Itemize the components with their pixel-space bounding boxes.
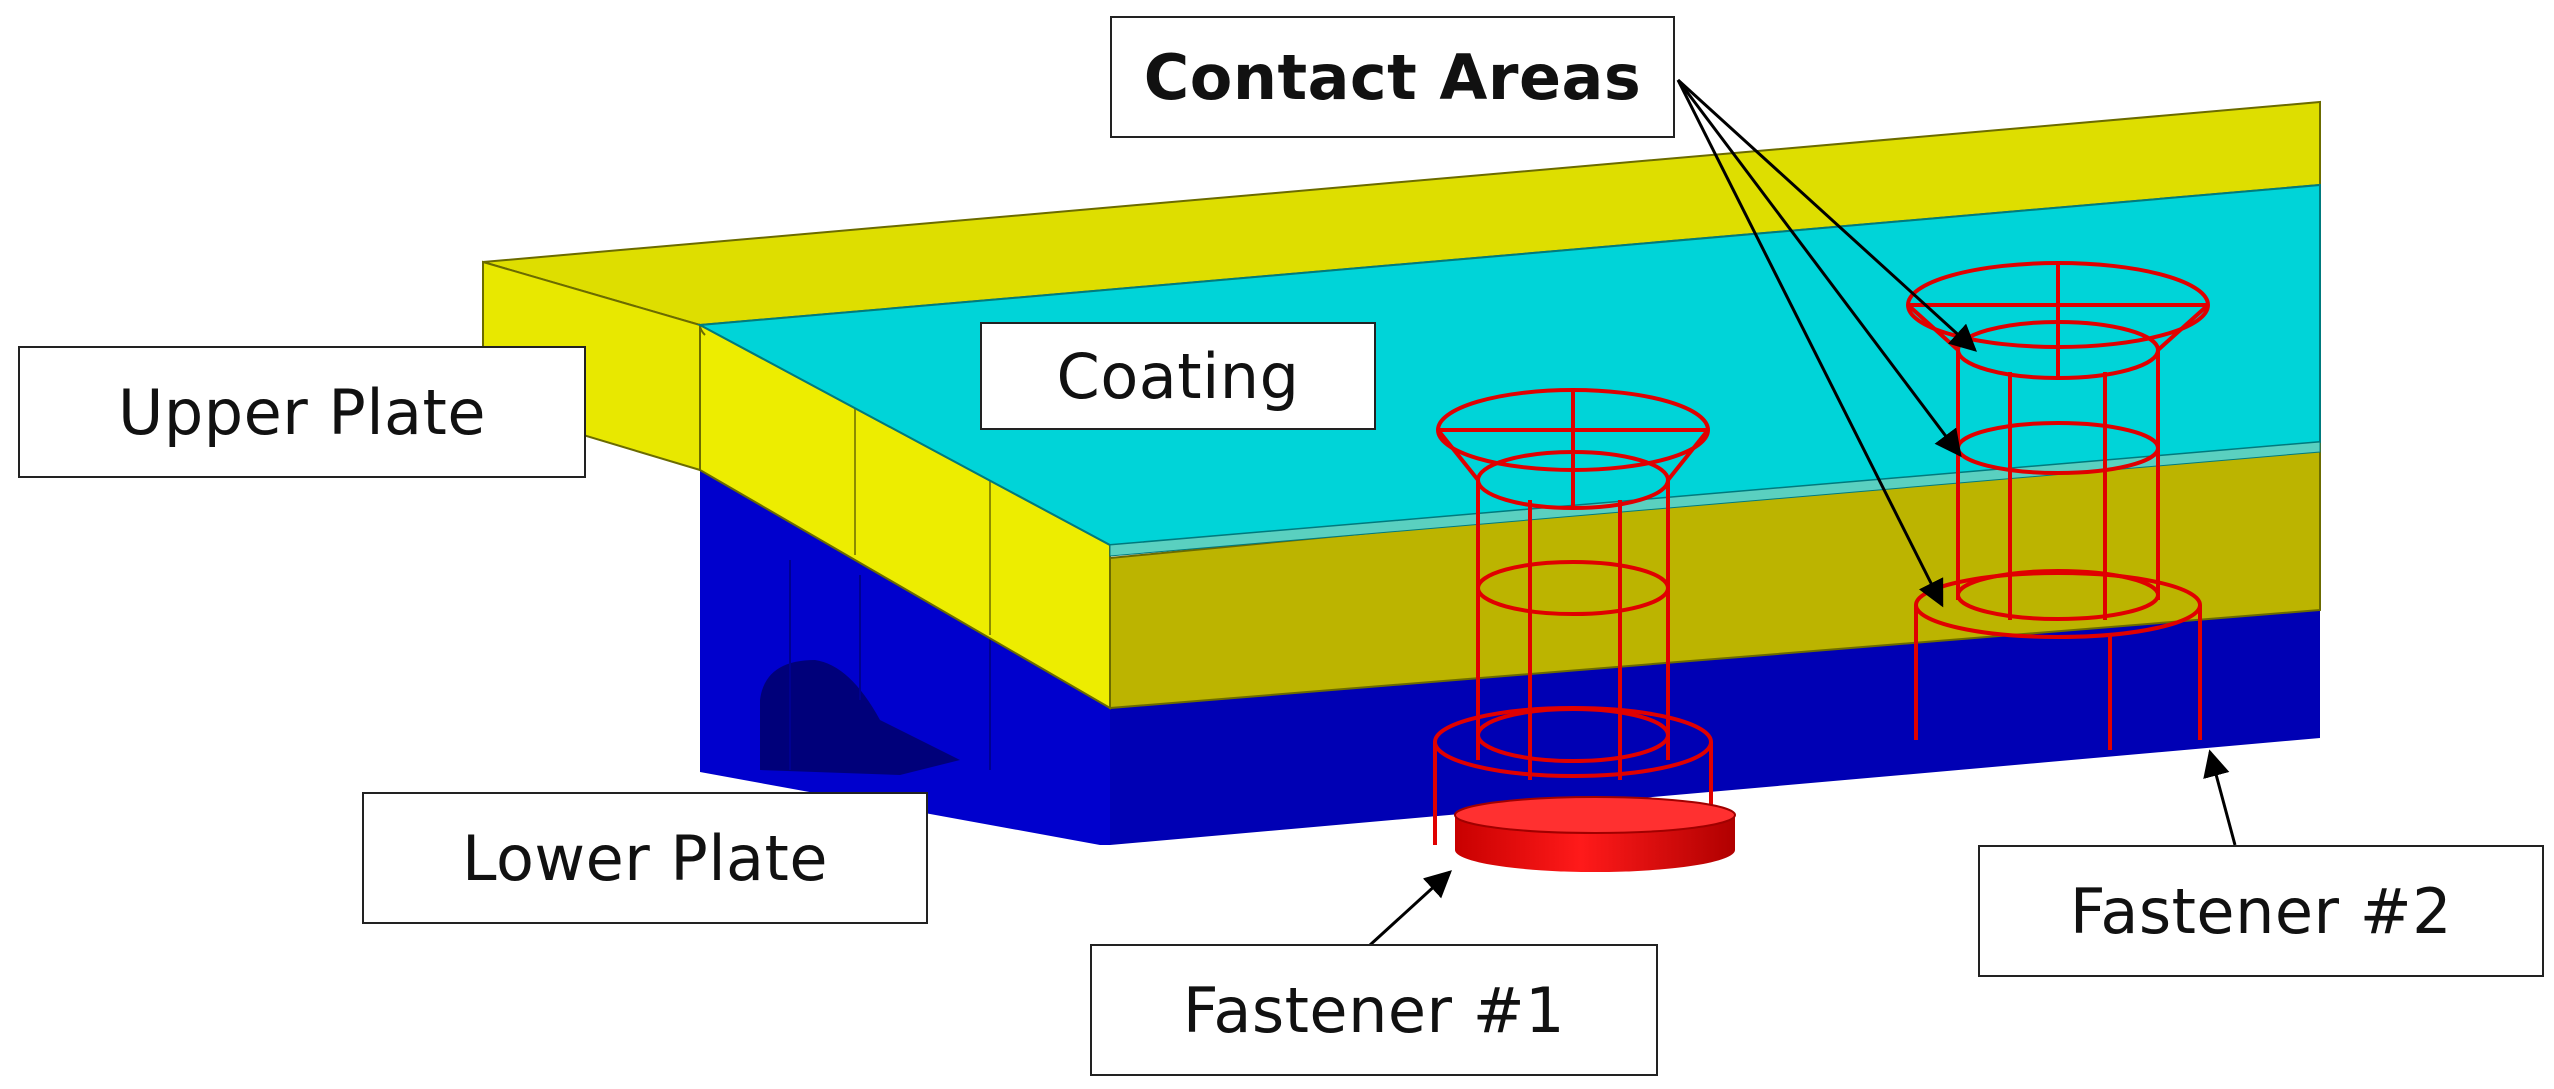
contact-areas-label: Contact Areas [1110, 16, 1675, 138]
lower-plate-label: Lower Plate [362, 792, 928, 924]
coating-label: Coating [980, 322, 1376, 430]
fastener-2-arrow [2203, 749, 2237, 846]
fastener-2-label: Fastener #2 [1978, 845, 2544, 977]
fastener-1-cylinder-top [1454, 796, 1736, 834]
upper-plate [482, 100, 2321, 710]
fastener-1-label: Fastener #1 [1090, 944, 1658, 1076]
fastener-1 [1433, 388, 1713, 845]
fastener-2 [1906, 261, 2210, 750]
fastener-1-arrow [1368, 870, 1452, 947]
upper-plate-label: Upper Plate [18, 346, 586, 478]
contact-area-arrows [1676, 78, 1977, 608]
